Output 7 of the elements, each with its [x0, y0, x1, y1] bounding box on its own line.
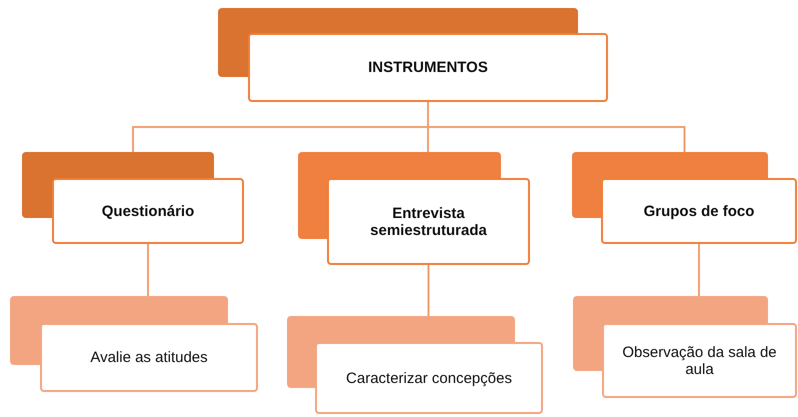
card-label: Caracterizar concepções — [345, 370, 513, 386]
card-label: Avalie as atitudes — [89, 349, 209, 366]
card-label: Grupos de foco — [642, 202, 756, 220]
card-label: Questionário — [100, 202, 196, 220]
card-label: Entrevista semiestruturada — [369, 204, 488, 238]
card-label: INSTRUMENTOS — [367, 59, 489, 76]
card-label: Observação da sala de aula — [621, 344, 778, 378]
